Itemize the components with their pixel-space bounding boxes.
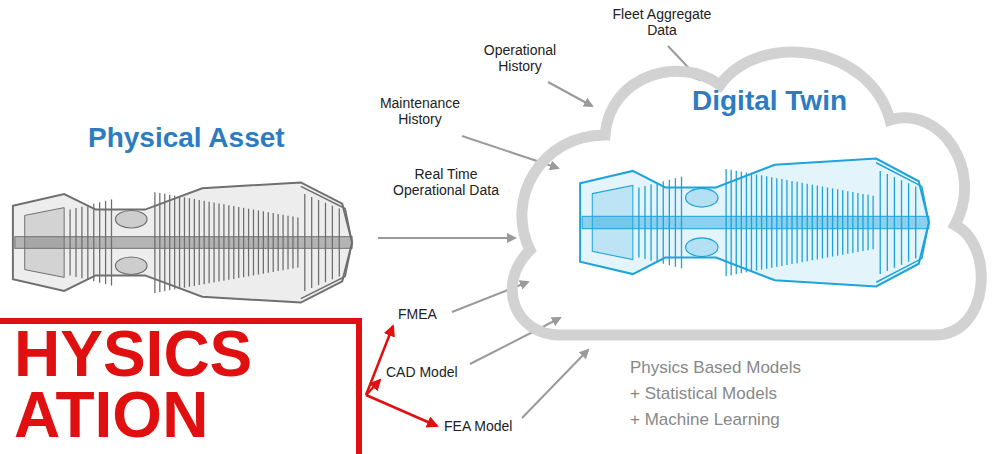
asset-title: Physical Asset: [88, 122, 328, 154]
model-note: Physics Based Models: [630, 358, 890, 378]
model-note: + Statistical Models: [630, 384, 890, 404]
callout-arrow: [366, 380, 380, 395]
input-label: FEA Model: [444, 418, 544, 434]
digital-turbine: [580, 159, 929, 287]
input-label: Fleet Aggregate Data: [597, 6, 727, 38]
input-label: Maintenance History: [370, 95, 470, 127]
input-label: FMEA: [398, 306, 478, 322]
input-label: CAD Model: [386, 364, 486, 380]
input-arrow: [470, 318, 560, 364]
input-arrow: [522, 350, 588, 418]
callout-box: HYSICS ATION: [0, 318, 362, 454]
cloud-title: Digital Twin: [692, 85, 847, 117]
callout-arrow: [366, 395, 437, 426]
callout-arrow: [366, 326, 393, 395]
cloud-outline: [505, 25, 995, 345]
input-arrow: [548, 82, 592, 106]
model-note: + Machine Learning: [630, 410, 890, 430]
input-arrow: [378, 237, 515, 239]
input-label: Operational History: [470, 42, 570, 74]
cloud-node: Digital Twin: [505, 25, 995, 345]
input-label: Real Time Operational Data: [380, 166, 512, 198]
callout-text: HYSICS ATION: [14, 324, 346, 446]
cloud-shape: [512, 52, 981, 335]
physical-turbine: [13, 182, 352, 302]
